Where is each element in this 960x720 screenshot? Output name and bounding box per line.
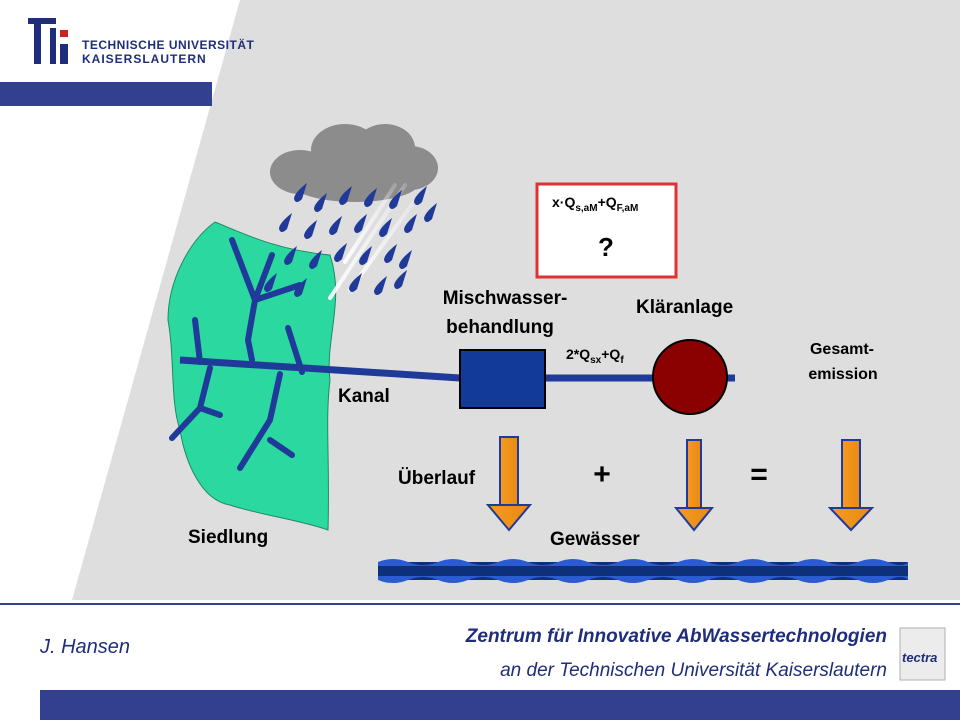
tectra-logo <box>899 627 946 681</box>
university-name-line2: KAISERSLAUTERN <box>82 52 207 66</box>
institute-name: Zentrum für Innovative AbWassertechnolog… <box>465 626 887 647</box>
wastewater-plant-circle <box>652 339 728 415</box>
rain-drop-icon <box>424 203 437 222</box>
rain-drop-icon <box>294 278 307 297</box>
rain-drop-icon <box>404 214 417 233</box>
rain-drop-icon <box>309 250 322 269</box>
rain-drop-icon <box>279 213 292 232</box>
gewaesser-label: Gewässer <box>550 529 640 550</box>
university-logo-mark <box>28 18 68 64</box>
kanal-label: Kanal <box>338 386 390 407</box>
rain-drop-icon <box>349 273 362 292</box>
rain-cloud-icon <box>270 124 438 202</box>
gesamt-label-line2: emission <box>808 366 878 383</box>
mischwasser-label-line1: Mischwasser- <box>442 288 568 309</box>
equals-sign: = <box>750 458 768 491</box>
rain-drop-icon <box>354 214 367 233</box>
rain-drop-icon <box>374 276 387 295</box>
question-mark: ? <box>598 232 614 262</box>
overflow-arrow <box>485 436 533 532</box>
gesamt-label-line1: Gesamt- <box>809 341 875 358</box>
rain-drop-icon <box>394 270 407 289</box>
rain-drop-icon <box>379 218 392 237</box>
plus-sign: + <box>593 458 611 491</box>
mischwasser-label-line2: behandlung <box>446 317 554 338</box>
rain-drop-icon <box>359 246 372 265</box>
rain-drop-icon <box>399 250 412 269</box>
formula-mid: 2*Qsx+Qf <box>566 346 624 366</box>
siedlung-label: Siedlung <box>188 527 269 548</box>
kanal-pipe <box>179 356 461 382</box>
ueberlauf-label: Überlauf <box>398 468 476 489</box>
institute-affiliation: an der Technischen Universität Kaisersla… <box>500 660 887 681</box>
water-body-waves <box>378 559 908 583</box>
tectra-logo-text: tectra <box>902 650 938 665</box>
treatment-tank <box>459 349 546 409</box>
rain-drop-icon <box>304 220 317 239</box>
formula-top: x·Qs,aM+QF,aM <box>552 194 639 214</box>
rain-drop-icon <box>414 186 427 205</box>
rain-drop-icon <box>264 273 277 292</box>
header-bar <box>0 82 212 106</box>
formula-frame <box>535 182 678 279</box>
rain-drop-icon <box>284 246 297 265</box>
rain-drop-icon <box>339 186 352 205</box>
university-name-line1: TECHNISCHE UNIVERSITÄT <box>82 38 255 52</box>
author-name: J. Hansen <box>40 636 131 658</box>
rain-drop-icon <box>294 183 307 202</box>
rain-drop-icon <box>314 193 327 212</box>
rain-drop-icon <box>384 244 397 263</box>
footer-bar <box>40 690 960 720</box>
rain-drop-icon <box>389 190 402 209</box>
rain-drop-icon <box>329 216 342 235</box>
plant-arrow <box>673 439 715 532</box>
rain-drop-icon <box>334 243 347 262</box>
rain-drops <box>264 183 437 297</box>
rain-drop-icon <box>364 188 377 207</box>
klaeranlage-label: Kläranlage <box>636 297 734 318</box>
total-emission-arrow <box>827 439 875 532</box>
